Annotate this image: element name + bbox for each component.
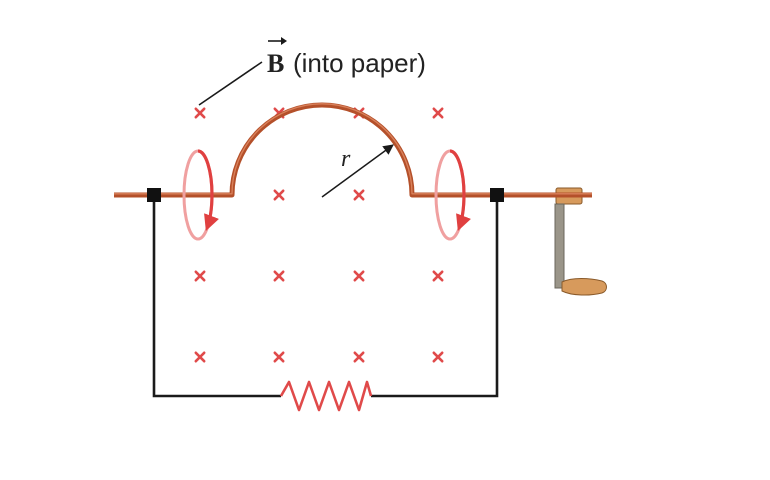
circuit-wire-left	[152, 195, 281, 398]
cross-icon	[432, 107, 444, 119]
cross-icon	[432, 351, 444, 363]
circuit-wire-right	[371, 195, 499, 398]
rotation-arrow-icon	[197, 149, 220, 231]
rotation-arrow-icon	[449, 149, 472, 231]
crank-handle	[561, 278, 607, 296]
field-label-leader-line	[198, 61, 263, 106]
field-symbol: B	[267, 49, 284, 78]
contact-terminal-right	[490, 188, 504, 202]
field-marker-grid	[194, 107, 444, 363]
cross-icon	[194, 107, 206, 119]
field-label: B (into paper)	[198, 37, 426, 106]
crank-icon	[554, 187, 607, 296]
radius-arrow	[321, 144, 394, 198]
wire-highlight	[114, 103, 592, 195]
cross-icon	[432, 270, 444, 282]
rotating-wire	[114, 102, 592, 198]
rotation-arrow-left	[182, 149, 220, 241]
resistor-icon	[279, 380, 373, 412]
rotation-arrow-right	[434, 149, 472, 241]
cross-icon	[194, 270, 206, 282]
contact-terminal-left	[147, 188, 161, 202]
cross-icon	[194, 351, 206, 363]
field-direction-text: (into paper)	[293, 48, 426, 78]
external-circuit	[152, 195, 499, 412]
crank-shaft	[554, 203, 565, 289]
cross-icon	[273, 351, 285, 363]
cross-icon	[353, 270, 365, 282]
vector-arrowhead-icon	[281, 37, 287, 45]
cross-icon	[273, 189, 285, 201]
cross-icon	[273, 270, 285, 282]
cross-icon	[353, 189, 365, 201]
radius-indicator: r	[321, 144, 394, 198]
cross-icon	[353, 351, 365, 363]
radius-label: r	[341, 146, 351, 172]
